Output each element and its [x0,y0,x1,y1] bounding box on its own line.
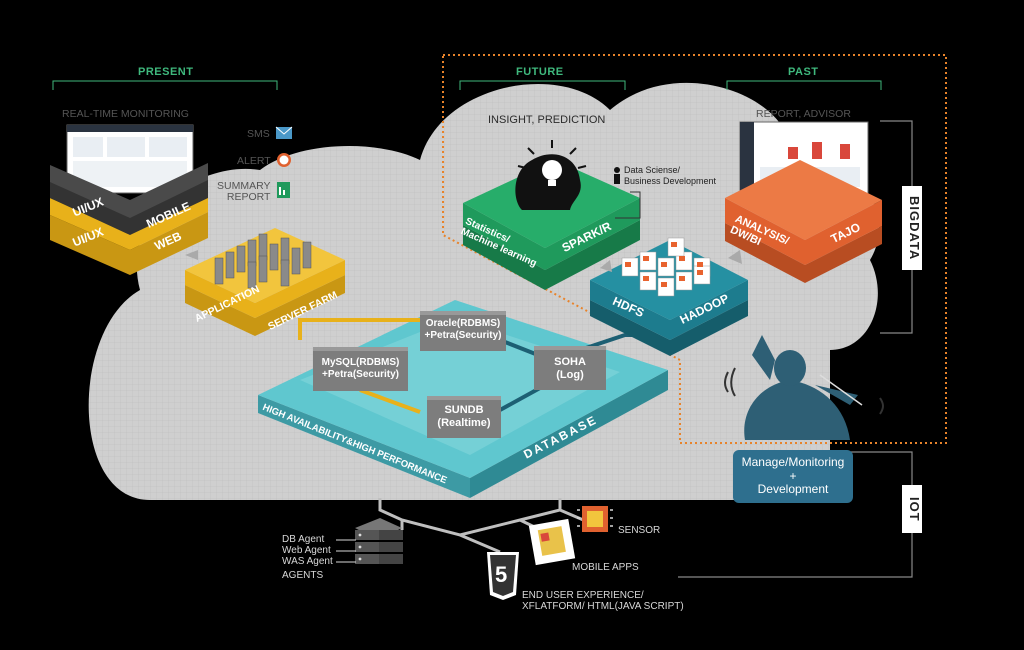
mysql-node: MySQL(RDBMS) +Petra(Security) [313,357,408,380]
present-header: PRESENT [138,66,194,78]
past-header: PAST [788,66,819,78]
notification-summary-report: SUMMARY REPORT [217,180,271,203]
oracle-node-box [420,311,506,351]
bigdata-tab: BIGDATA [902,186,922,270]
end-user-line2: XFLATFORM/ HTML(JAVA SCRIPT) [522,601,684,612]
agent-pointer-lines [336,539,356,563]
data-science-role-2: Business Development [624,176,717,186]
soha-node-box [534,346,606,390]
past-bracket [726,80,882,90]
past-title: REPORT, ADVISOR [756,108,851,120]
sensor-chip-icon [577,506,613,532]
sundb-node-box [427,396,501,438]
soha-line1: SOHA [554,356,586,368]
oracle-line2: +Petra(Security) [424,329,502,341]
present-stack [50,163,208,275]
report-icon [277,182,290,198]
management-line3: Development [757,482,829,497]
management-line1: Manage/Monitoring [741,454,845,469]
data-science-role-1: Data Sciense/ [624,165,681,175]
sundb-node: SUNDB (Realtime) [427,404,501,429]
notification-alert: ALERT [237,155,271,167]
mobile-apps-label: MOBILE APPS [572,562,639,573]
sound-waves-icon [724,367,884,415]
present-bracket [52,80,278,90]
agent-web: Web Agent [282,545,331,556]
conductor-icon [744,335,863,440]
person-icon [614,167,620,184]
end-user-line1: END USER EXPERIENCE/ [522,590,644,601]
sensor-label: SENSOR [618,525,661,536]
mysql-line2: +Petra(Security) [322,368,399,380]
mail-icon [275,126,293,139]
html5-icon [487,552,519,600]
future-title: INSIGHT, PREDICTION [488,114,606,126]
mobile-app-icon [528,518,576,566]
agents-title: AGENTS [282,570,324,581]
management-line2: + [789,468,797,483]
gray-connector-arrows [185,250,742,272]
oracle-line1: Oracle(RDBMS) [425,318,501,329]
sundb-line2: (Realtime) [437,416,491,429]
mysql-node-box [313,347,408,391]
agent-db: DB Agent [282,534,325,545]
management-box: Manage/Monitoring + Development [733,450,853,503]
iot-tab: IOT [902,485,922,533]
future-header: FUTURE [516,66,564,78]
notification-sms: SMS [247,128,270,140]
server-farm-block [185,228,345,336]
alarm-clock-icon [277,153,291,167]
sundb-line1: SUNDB [444,404,484,416]
soha-node: SOHA (Log) [534,356,606,381]
present-title: REAL-TIME MONITORING [62,108,189,120]
tajo-block [725,160,882,283]
server-rack-icon [355,518,403,564]
html5-glyph: 5 [495,562,508,587]
oracle-node: Oracle(RDBMS) +Petra(Security) [420,318,506,341]
data-science-arrow [615,191,641,219]
future-dotted-border [442,54,947,444]
mysql-line1: MySQL(RDBMS) [321,357,400,368]
brain-head-icon [515,140,587,210]
future-bracket [459,80,626,90]
hadoop-block [590,237,748,356]
soha-line2: (Log) [556,368,584,381]
agent-was: WAS Agent [282,556,333,567]
